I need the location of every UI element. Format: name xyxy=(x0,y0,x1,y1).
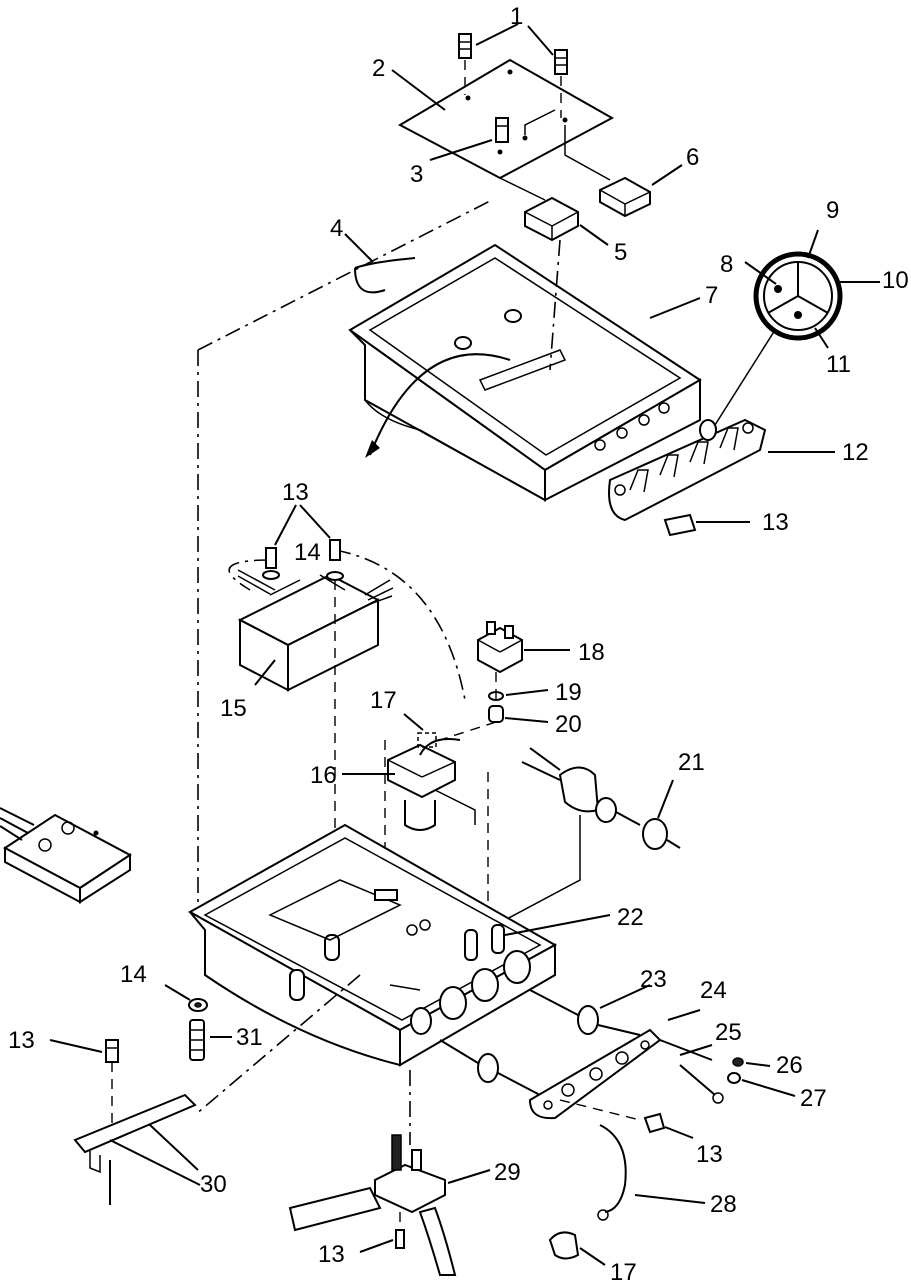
clip-17-bottom xyxy=(548,1231,580,1260)
callout-13e: 13 xyxy=(318,1241,345,1268)
callout-28: 28 xyxy=(710,1191,737,1218)
callout-24: 24 xyxy=(700,977,727,1004)
callout-4: 4 xyxy=(330,215,343,242)
grommet-left xyxy=(439,1039,541,1096)
grommet-23 xyxy=(529,989,641,1036)
callout-6: 6 xyxy=(686,144,699,171)
screw-13-plate xyxy=(559,1099,666,1134)
callout-11: 11 xyxy=(826,351,851,378)
callout-21: 21 xyxy=(678,749,705,776)
callout-3: 3 xyxy=(410,161,423,188)
ring-terminal xyxy=(712,1092,724,1104)
callout-13b: 13 xyxy=(762,509,789,536)
loose-module xyxy=(0,807,132,904)
callout-29: 29 xyxy=(494,1159,521,1186)
callout-13a: 13 xyxy=(282,479,309,506)
screw-13-bracket xyxy=(105,1039,119,1130)
callout-15: 15 xyxy=(220,695,247,722)
callout-16: 16 xyxy=(310,762,337,789)
relay-5 xyxy=(499,177,579,242)
callout-22: 22 xyxy=(617,904,644,931)
screw-1b xyxy=(554,49,568,118)
callout-27: 27 xyxy=(800,1085,827,1112)
callout-10: 10 xyxy=(882,267,909,294)
screw-13-bottom xyxy=(395,1212,405,1249)
wire-4 xyxy=(354,257,416,269)
callout-31: 31 xyxy=(236,1024,263,1051)
callout-13d: 13 xyxy=(696,1141,723,1168)
callout-19: 19 xyxy=(555,679,582,706)
clip-17-upper xyxy=(417,732,437,748)
callout-1: 1 xyxy=(510,3,523,30)
callout-2: 2 xyxy=(372,55,385,82)
washer-27 xyxy=(727,1072,741,1084)
callout-8: 8 xyxy=(720,251,733,278)
washer-14-lower xyxy=(188,998,208,1012)
screw-31 xyxy=(189,1019,205,1061)
screw-13-module-a xyxy=(262,547,280,580)
nut-26 xyxy=(732,1057,744,1067)
callout-12: 12 xyxy=(842,439,869,466)
callout-17a: 17 xyxy=(370,687,397,714)
callout-25: 25 xyxy=(715,1019,742,1046)
callout-5: 5 xyxy=(614,239,627,266)
relay-6 xyxy=(564,125,651,218)
callout-14b: 14 xyxy=(120,961,147,988)
cable-28 xyxy=(599,1124,627,1213)
assembly-16 xyxy=(384,738,489,945)
bracket-30 xyxy=(73,1093,201,1205)
connector-end-view xyxy=(753,251,843,341)
module-15 xyxy=(237,569,394,692)
sensor-18 xyxy=(477,621,523,674)
lower-housing xyxy=(187,823,558,1067)
callout-7: 7 xyxy=(705,282,718,309)
cable-21 xyxy=(504,747,681,921)
callout-20: 20 xyxy=(555,711,582,738)
callout-18: 18 xyxy=(578,639,605,666)
callout-14a: 14 xyxy=(294,539,321,566)
callout-9: 9 xyxy=(826,197,839,224)
bolt-13-bracket xyxy=(663,513,750,537)
callout-26: 26 xyxy=(776,1052,803,1079)
callout-23: 23 xyxy=(640,966,667,993)
nut-20 xyxy=(488,705,504,723)
rod-25 xyxy=(659,1039,713,1061)
callout-30: 30 xyxy=(200,1171,227,1198)
screw-3 xyxy=(495,117,509,143)
upper-housing xyxy=(348,243,702,502)
screw-13-module-b xyxy=(326,539,344,940)
screw-1a xyxy=(458,33,472,95)
junction-29 xyxy=(288,1134,457,1276)
callout-17b: 17 xyxy=(610,1259,637,1283)
side-bracket xyxy=(608,418,767,522)
plate-24 xyxy=(528,1028,662,1120)
callout-13c: 13 xyxy=(8,1027,35,1054)
